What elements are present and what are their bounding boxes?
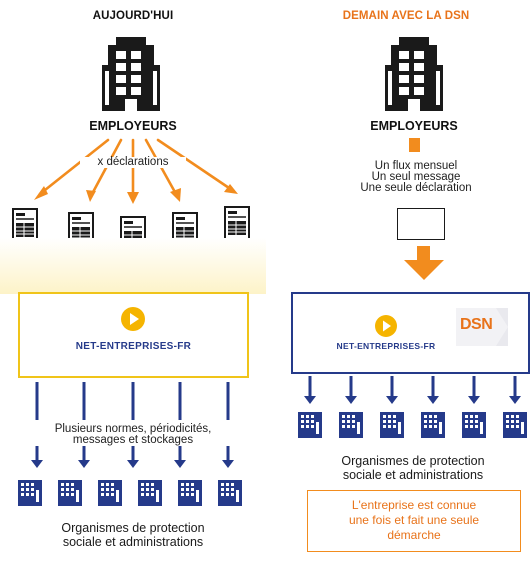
- play-icon: [121, 307, 145, 331]
- org-building-icon: [178, 480, 202, 506]
- declarations-label: x déclarations: [80, 156, 186, 168]
- org-building-icon: [138, 480, 162, 506]
- flow-line-1: Un flux mensuel: [374, 160, 458, 172]
- left-organisms-line-1: Organismes de protection: [61, 521, 205, 535]
- right-org-row: [298, 412, 528, 440]
- navy-connectors: [304, 376, 521, 404]
- org-building-icon: [421, 412, 445, 438]
- org-building-icon: [462, 412, 486, 438]
- fan-arrows: [34, 138, 238, 204]
- fade-band: [0, 238, 266, 294]
- left-platform-label: NET-ENTREPRISES-FR: [75, 341, 192, 352]
- org-building-icon: [18, 480, 42, 506]
- org-building-icon: [98, 480, 122, 506]
- right-organisms-label: Organismes de protection sociale et admi…: [300, 454, 526, 482]
- right-organisms-line-1: Organismes de protection: [341, 454, 485, 468]
- arrow-icon: [404, 246, 444, 280]
- org-building-icon: [218, 480, 242, 506]
- norms-label: Plusieurs normes, périodicités, messages…: [14, 423, 252, 446]
- right-platform-label: NET-ENTREPRISES-FR: [336, 341, 436, 351]
- left-employers-label: EMPLOYEURS: [89, 119, 177, 133]
- org-building-icon: [298, 412, 322, 438]
- dsn-logo: DSN: [456, 308, 508, 346]
- right-organisms-line-2: sociale et administrations: [342, 468, 484, 482]
- play-icon: [375, 315, 397, 337]
- dsn-logo-text: DSN: [460, 316, 493, 333]
- document-icon: [224, 206, 250, 240]
- left-org-row: [18, 480, 248, 508]
- right-platform-box: NET-ENTREPRISES-FR DSN: [291, 292, 530, 374]
- left-organisms-line-2: sociale et administrations: [62, 535, 204, 549]
- left-organisms-label: Organismes de protection sociale et admi…: [20, 521, 246, 549]
- conclusion-line-1: L'entreprise est connue: [351, 498, 477, 512]
- norms-line-1: Plusieurs normes, périodicités,: [54, 423, 212, 435]
- org-building-icon: [503, 412, 527, 438]
- building-icon: [102, 37, 160, 111]
- dsn-logo-shape: [456, 308, 508, 346]
- org-building-icon: [58, 480, 82, 506]
- flow-line-2: Un seul message: [371, 171, 461, 183]
- org-building-icon: [380, 412, 404, 438]
- single-message-icon: [397, 208, 445, 240]
- right-employers-label: EMPLOYEURS: [370, 119, 458, 133]
- flow-line-3: Une seule déclaration: [360, 182, 472, 194]
- document-icon: [12, 208, 38, 242]
- conclusion-line-3: démarche: [387, 528, 441, 542]
- conclusion-box: L'entreprise est connue une fois et fait…: [307, 490, 521, 552]
- norms-line-2: messages et stockages: [72, 434, 194, 446]
- right-title: DEMAIN AVEC LA DSN: [342, 10, 470, 22]
- left-title: AUJOURD'HUI: [92, 10, 174, 22]
- orange-connector: [409, 138, 420, 152]
- left-platform-box: NET-ENTREPRISES-FR: [18, 292, 249, 378]
- building-icon: [385, 37, 443, 111]
- conclusion-line-2: une fois et fait une seule: [348, 513, 480, 527]
- flow-label: Un flux mensuel Un seul message Une seul…: [336, 160, 496, 194]
- org-building-icon: [339, 412, 363, 438]
